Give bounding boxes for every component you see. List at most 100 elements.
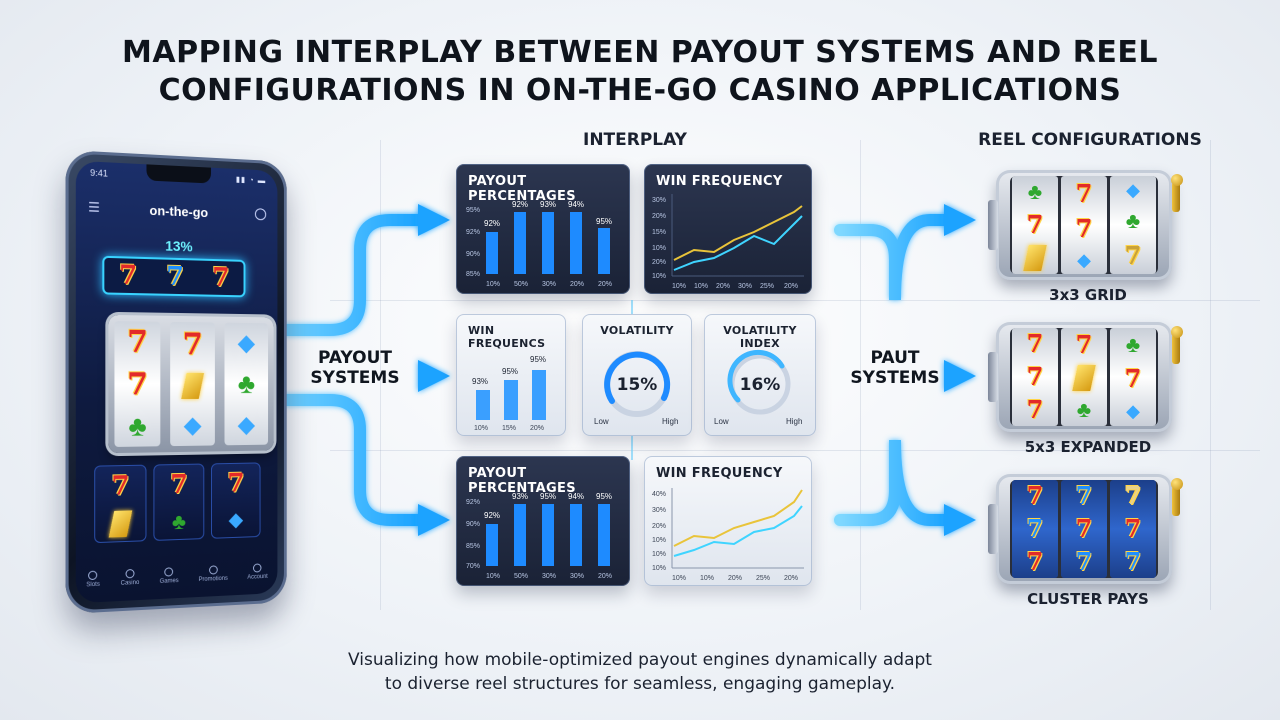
seven-icon: 7 xyxy=(1124,513,1142,543)
seven-icon: 7 xyxy=(1026,210,1044,239)
svg-text:Low: Low xyxy=(714,417,729,426)
payout-percentages-panel-bottom: PAYOUT PERCENTAGES 92% 90% 85% 70% 92% 9… xyxy=(456,456,630,586)
svg-text:85%: 85% xyxy=(466,271,480,278)
svg-text:10%: 10% xyxy=(652,551,666,558)
svg-text:20%: 20% xyxy=(784,283,798,290)
volatility-index-gauge: 16% Low High xyxy=(714,349,802,426)
seven-icon: 7 xyxy=(1026,481,1044,511)
game-tile[interactable]: 7 ♣ xyxy=(153,463,205,541)
bar xyxy=(598,504,610,566)
svg-text:94%: 94% xyxy=(568,200,584,209)
panel-title: WIN FREQUENCY xyxy=(656,466,783,481)
app-title: on-the-go xyxy=(149,202,209,221)
svg-text:30%: 30% xyxy=(570,573,584,580)
nav-icon xyxy=(208,564,218,575)
lever-knob-icon[interactable] xyxy=(1171,174,1183,186)
phone-notch xyxy=(146,164,212,184)
interplay-heading: INTERPLAY xyxy=(583,130,687,150)
machine-cluster-pays: 7 7 7 7 7 7 7 7 7 xyxy=(988,474,1183,584)
volatility-gauge: 15% Low High xyxy=(594,351,678,426)
panel-title: WIN FREQUENCY xyxy=(656,174,783,189)
svg-text:10%: 10% xyxy=(652,565,666,572)
svg-text:20%: 20% xyxy=(652,213,666,220)
svg-text:10%: 10% xyxy=(652,273,666,280)
svg-text:92%: 92% xyxy=(512,200,528,209)
svg-text:High: High xyxy=(786,417,802,426)
seven-icon: 7 xyxy=(127,324,148,360)
nav-promotions[interactable]: Promotions xyxy=(199,564,228,583)
bar xyxy=(486,524,498,566)
win-frequency-line-chart: 40% 30% 20% 10% 10% 10% 10% 10% 20% 25% … xyxy=(652,488,804,582)
gold-bar-icon xyxy=(108,509,133,538)
panel-title: VOLATILITY xyxy=(600,324,674,337)
machine-5x3-expanded: 7 7 7 7 ♣ ♣ 7 ◆ xyxy=(988,322,1183,432)
svg-text:10%: 10% xyxy=(486,281,500,288)
diamond-icon: ◆ xyxy=(228,509,244,532)
reel-column: ◆ ♣ ◆ xyxy=(224,322,269,446)
svg-text:High: High xyxy=(662,417,678,426)
win-frequency-bar-chart: 93% 95% 95% 10% 15% 20% xyxy=(472,355,546,432)
bar xyxy=(476,390,490,420)
nav-games[interactable]: Games xyxy=(160,566,179,584)
payout-bar-chart: 92% 90% 85% 70% 92% 93% 95% 94% 95% 10% … xyxy=(466,492,612,580)
lever-icon[interactable] xyxy=(1172,182,1180,212)
jackpot-value: 13% xyxy=(165,237,193,255)
grid-line xyxy=(330,450,1260,451)
nav-slots[interactable]: Slots xyxy=(86,570,100,588)
bar xyxy=(542,504,554,566)
status-time: 9:41 xyxy=(90,167,108,179)
user-icon[interactable] xyxy=(254,208,267,221)
svg-text:30%: 30% xyxy=(542,573,556,580)
reel-column: 7 7 7 xyxy=(1110,480,1156,578)
seven-icon: 7 xyxy=(1124,241,1142,271)
seven-icon: 7 xyxy=(1124,546,1142,576)
svg-text:10%: 10% xyxy=(652,245,666,252)
diamond-icon: ◆ xyxy=(183,411,202,440)
svg-text:20%: 20% xyxy=(652,259,666,266)
svg-text:92%: 92% xyxy=(484,511,500,520)
lever-knob-icon[interactable] xyxy=(1171,478,1183,490)
bar xyxy=(598,228,610,274)
seven-icon: 7 xyxy=(1026,513,1044,543)
svg-text:20%: 20% xyxy=(652,523,666,530)
slot-reel[interactable]: 7 7 ♣ 7 ◆ ◆ ♣ ◆ xyxy=(108,314,274,454)
volatility-panel: VOLATILITY 15% Low High xyxy=(582,314,692,436)
lever-icon[interactable] xyxy=(1172,486,1180,516)
svg-text:95%: 95% xyxy=(466,207,480,214)
win-frequency-panel-top: WIN FREQUENCY 30% 20% 15% 10% 20% 10% 10… xyxy=(644,164,812,294)
svg-text:95%: 95% xyxy=(540,492,556,501)
lever-icon[interactable] xyxy=(1172,334,1180,364)
lever-knob-icon[interactable] xyxy=(1171,326,1183,338)
svg-text:25%: 25% xyxy=(756,575,770,582)
diamond-icon: ◆ xyxy=(237,329,256,357)
seven-icon: 7 xyxy=(111,470,130,502)
panel-title: PAYOUT PERCENTAGES xyxy=(468,174,576,204)
arrow-to-top-panels xyxy=(256,214,426,336)
seven-icon: 7 xyxy=(1075,178,1093,208)
seven-icon: 7 xyxy=(1026,361,1044,391)
nav-icon xyxy=(253,562,262,573)
svg-text:30%: 30% xyxy=(542,281,556,288)
nav-casino[interactable]: Casino xyxy=(121,568,139,586)
nav-account[interactable]: Account xyxy=(247,562,268,580)
reel-column: 7 ◆ xyxy=(170,321,215,447)
game-tile[interactable]: 7 ◆ xyxy=(211,462,261,539)
game-tile[interactable]: 7 xyxy=(94,464,147,544)
gauge-arc xyxy=(727,349,785,403)
svg-text:20%: 20% xyxy=(530,425,544,432)
svg-text:16%: 16% xyxy=(740,375,781,395)
svg-text:15%: 15% xyxy=(502,425,516,432)
svg-text:20%: 20% xyxy=(598,573,612,580)
paut-systems-label: PAUT SYSTEMS xyxy=(850,348,940,388)
diamond-icon: ◆ xyxy=(1077,249,1091,270)
svg-text:95%: 95% xyxy=(502,367,518,376)
payout-percentages-panel-top: PAYOUT PERCENTAGES 95% 92% 90% 85% 92% 9… xyxy=(456,164,630,294)
arrow-to-top-machine xyxy=(834,214,956,301)
svg-text:20%: 20% xyxy=(598,281,612,288)
bar xyxy=(570,212,582,274)
grid-line xyxy=(1210,140,1211,610)
grid-line xyxy=(330,300,1260,301)
series-line xyxy=(673,489,803,547)
seven-icon: 7 xyxy=(127,366,148,403)
reel-configurations-heading: REEL CONFIGURATIONS xyxy=(978,130,1202,150)
